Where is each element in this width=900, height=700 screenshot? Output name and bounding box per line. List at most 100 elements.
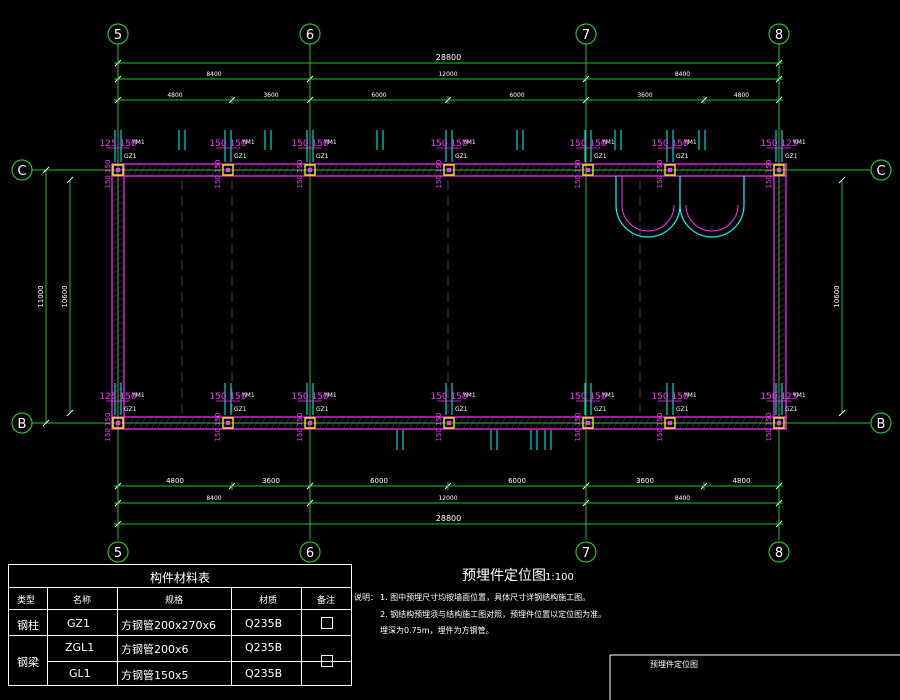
wall-hatch xyxy=(631,164,638,176)
dim-fine-top-label: 3600 xyxy=(637,92,652,99)
arch-right xyxy=(679,176,745,238)
wall-hatch xyxy=(517,417,524,429)
wall-hatch xyxy=(774,267,786,274)
wall-hatch xyxy=(774,333,786,340)
row2-remark-checkbox[interactable] xyxy=(321,655,333,667)
wall-hatch xyxy=(463,164,470,176)
wall-hatch xyxy=(139,164,146,176)
arch-right-inner xyxy=(685,204,739,232)
column-marker xyxy=(582,417,594,429)
side-spacing: 150 150 xyxy=(104,413,112,442)
wall-hatch xyxy=(733,164,740,176)
column-label: GZ1 xyxy=(455,153,468,160)
spacing-label: 150 150 xyxy=(651,392,688,402)
wall-hatch xyxy=(112,189,124,196)
wall-hatch xyxy=(523,164,530,176)
wall-hatch xyxy=(421,417,428,429)
wall-hatch xyxy=(463,417,470,429)
wall-hatch xyxy=(774,315,786,322)
wall-hatch xyxy=(271,417,278,429)
column-marker xyxy=(582,164,594,176)
wall-hatch xyxy=(691,417,698,429)
axis-bubble xyxy=(768,23,790,45)
axis-label: 8 xyxy=(775,28,783,43)
wall-hatch xyxy=(481,164,488,176)
wall-hatch xyxy=(169,417,176,429)
wall-hatch xyxy=(397,164,404,176)
title-block-label: 预埋件定位图 xyxy=(650,659,698,669)
column-marker xyxy=(304,417,316,429)
wall-hatch xyxy=(181,164,188,176)
row3-name: GL1 xyxy=(69,667,91,680)
embed-label: YM1 xyxy=(323,392,337,399)
wall-hatch xyxy=(403,417,410,429)
wall-hatch xyxy=(739,417,746,429)
wall-hatch xyxy=(373,164,380,176)
wall-hatch xyxy=(337,417,344,429)
wall-hatch xyxy=(289,417,296,429)
wall-hatch xyxy=(181,417,188,429)
wall-hatch xyxy=(703,417,710,429)
column-label: GZ1 xyxy=(455,406,468,413)
embed-label: YM1 xyxy=(601,392,615,399)
wall-hatch xyxy=(577,417,584,429)
column-core xyxy=(586,421,590,425)
row1-remark-checkbox[interactable] xyxy=(321,617,333,629)
column-core xyxy=(226,421,230,425)
wall-hatch xyxy=(409,164,416,176)
dim-mid-top-label: 8400 xyxy=(206,71,221,78)
wall-hatch xyxy=(112,225,124,232)
wall-hatch xyxy=(774,321,786,328)
wall-hatch xyxy=(112,291,124,298)
dim-overall-bottom-label: 28800 xyxy=(436,514,461,523)
column-marker xyxy=(773,417,785,429)
wall-hatch xyxy=(277,417,284,429)
wall-hatch xyxy=(475,417,482,429)
wall-hatch xyxy=(415,164,422,176)
dim-left-inner-label: 10600 xyxy=(61,285,69,307)
dim-fine-top-label: 4800 xyxy=(734,92,749,99)
dim-left-inner-tick xyxy=(66,176,74,184)
wall-hatch xyxy=(247,164,254,176)
wall-hatch xyxy=(774,261,786,268)
wall-hatch xyxy=(481,417,488,429)
wall-hatch xyxy=(289,164,296,176)
dim-right-inner-tick xyxy=(838,176,846,184)
wall-hatch xyxy=(157,164,164,176)
column-marker xyxy=(304,164,316,176)
side-spacing: 150 150 xyxy=(574,413,582,442)
wall-hatch xyxy=(559,164,566,176)
wall-hatch xyxy=(331,417,338,429)
spacing-label: 150 150 xyxy=(430,392,467,402)
column-label: GZ1 xyxy=(316,153,329,160)
wall-hatch xyxy=(112,177,124,184)
wall-hatch xyxy=(655,164,662,176)
wall-hatch xyxy=(774,297,786,304)
wall-hatch xyxy=(355,417,362,429)
wall-hatch xyxy=(385,417,392,429)
wall-hatch xyxy=(774,249,786,256)
wall-hatch xyxy=(469,164,476,176)
dim-fine-bottom-label: 3600 xyxy=(636,477,654,485)
embed-label: YM1 xyxy=(131,392,145,399)
column-core xyxy=(447,421,451,425)
wall-hatch xyxy=(523,417,530,429)
wall-hatch xyxy=(774,327,786,334)
wall-hatch xyxy=(505,164,512,176)
wall-hatch xyxy=(607,417,614,429)
wall-hatch xyxy=(175,164,182,176)
wall-hatch xyxy=(745,417,752,429)
wall-hatch xyxy=(595,417,602,429)
column-label: GZ1 xyxy=(316,406,329,413)
axis-label: 6 xyxy=(306,28,314,43)
wall-hatch xyxy=(355,164,362,176)
wall-hatch xyxy=(613,417,620,429)
wall-hatch xyxy=(739,164,746,176)
row1-material: Q235B xyxy=(245,617,283,630)
wall-hatch xyxy=(385,164,392,176)
dim-fine-bottom-label: 4800 xyxy=(733,477,751,485)
drawing-title: 预埋件定位图 xyxy=(462,568,546,584)
axis-label: 7 xyxy=(582,546,590,561)
wall-hatch xyxy=(151,164,158,176)
column-marker xyxy=(112,417,124,429)
